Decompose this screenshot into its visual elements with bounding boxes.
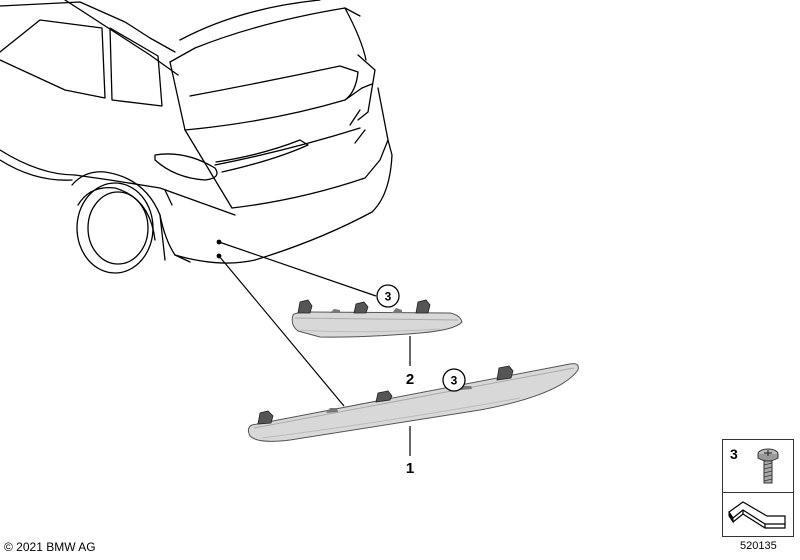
legend-separator	[723, 492, 793, 493]
parts-legend: 3	[722, 439, 794, 537]
bent-arrow-icon	[728, 501, 786, 529]
reflector-part-2	[291, 299, 463, 338]
screw-callout-b: 3	[442, 368, 466, 392]
screw-callout-a: 3	[376, 284, 400, 308]
car-rear-outline	[0, 0, 393, 274]
svg-text:3: 3	[385, 290, 392, 304]
svg-text:3: 3	[451, 374, 458, 388]
legend-item-number: 3	[730, 446, 738, 462]
leader-lines	[218, 241, 411, 456]
copyright-text: © 2021 BMW AG	[4, 540, 96, 554]
screw-icon	[757, 448, 779, 484]
part-number-1: 1	[406, 460, 414, 477]
diagram-number: 520135	[740, 540, 777, 552]
part-number-2: 2	[406, 371, 414, 388]
